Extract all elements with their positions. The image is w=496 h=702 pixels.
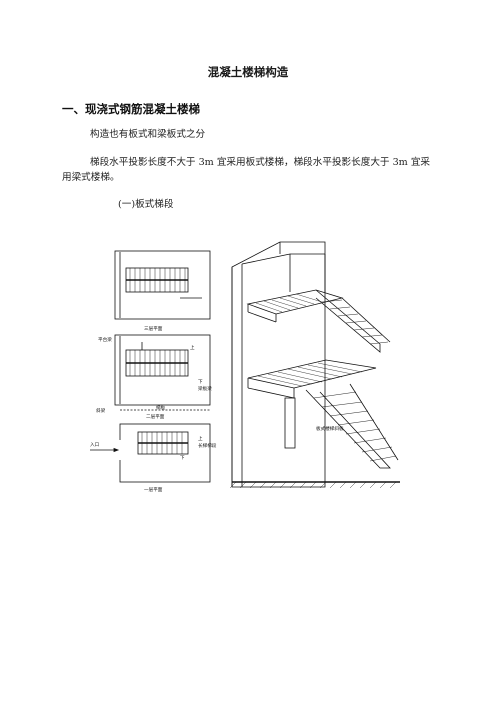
label-entrance: 入口 bbox=[90, 442, 100, 448]
page-title: 混凝土楼梯构造 bbox=[207, 65, 289, 79]
subsection-heading: (一)板式梯段 bbox=[118, 199, 174, 210]
first-floor-plan-outline bbox=[119, 423, 211, 483]
label-up-bottom: 上 bbox=[198, 435, 203, 442]
label-beam-stair-slab: 梯板 bbox=[156, 404, 166, 411]
section-heading: 一、现浇式钢筋混凝土楼梯 bbox=[62, 102, 200, 116]
paragraph-2: 梯段水平投影长度不大于 3m 宜采用板式楼梯，梯段水平投影长度大于 3m 宜采用… bbox=[62, 157, 431, 183]
stair-figure: 三层平面 平台梁 上 下 梁板梁 斜梁 梯板 二层平面 入口 上 长梯梯段 下 … bbox=[80, 232, 410, 494]
label-cut-stair-3d: 板式楼梯斜板 bbox=[316, 425, 344, 432]
label-long-slab: 长梯梯段 bbox=[198, 442, 217, 449]
label-landing-beam-left: 平台梁 bbox=[98, 336, 112, 343]
label-second-floor-plan: 二层平面 bbox=[146, 414, 165, 420]
building-wall-outline bbox=[231, 241, 326, 488]
label-down-bottom: 下 bbox=[180, 455, 185, 461]
stair-drawing: 三层平面 平台梁 上 下 梁板梁 斜梁 梯板 二层平面 入口 上 长梯梯段 下 … bbox=[90, 241, 400, 493]
third-floor-plan-outline bbox=[114, 250, 211, 320]
second-floor-plan-outline bbox=[114, 334, 211, 406]
label-up-middle: 上 bbox=[190, 344, 195, 351]
label-stair-slab-top: 斜梁 bbox=[96, 407, 106, 414]
label-third-floor-plan: 三层平面 bbox=[144, 326, 163, 332]
label-down-middle: 下 bbox=[198, 379, 203, 385]
paragraph-1: 构造也有板式和梁板式之分 bbox=[90, 129, 206, 140]
label-first-floor-plan: 一层平面 bbox=[144, 487, 163, 493]
label-landing-beam-right: 梁板梁 bbox=[198, 385, 212, 392]
